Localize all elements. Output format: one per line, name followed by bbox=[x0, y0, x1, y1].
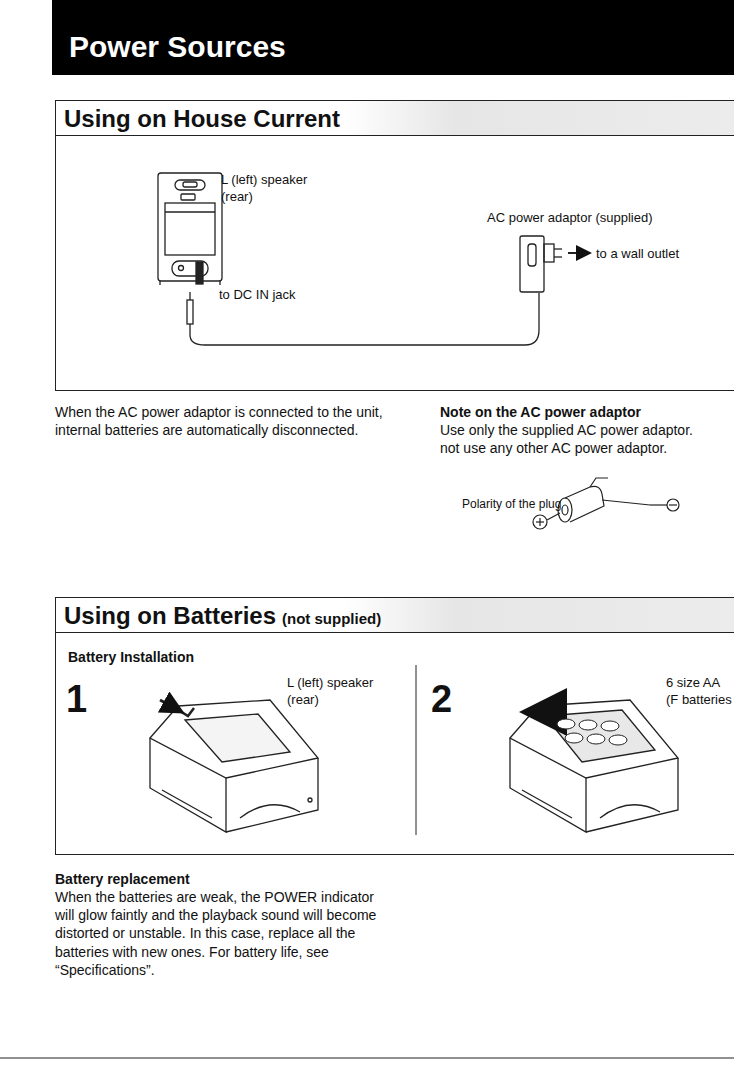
body-text: When the AC power adaptor is connected t… bbox=[55, 403, 400, 439]
part-label: L (left) speaker (rear) bbox=[287, 675, 397, 709]
part-label: to DC IN jack bbox=[219, 287, 339, 304]
battery-cells bbox=[557, 719, 627, 745]
speaker-rear-view bbox=[158, 173, 222, 285]
part-label: AC power adaptor (supplied) bbox=[487, 210, 687, 227]
subheading: Battery Installation bbox=[68, 648, 268, 666]
part-label: 6 size AA (F batteries bbox=[666, 675, 734, 709]
subheading: Battery replacement bbox=[55, 870, 395, 888]
battery-cell bbox=[579, 720, 597, 730]
title-band: Power Sources bbox=[52, 0, 734, 75]
part-label: L (left) speaker (rear) bbox=[221, 172, 331, 206]
step-divider bbox=[416, 665, 417, 835]
part-label: to a wall outlet bbox=[596, 246, 716, 263]
note-heading: Note on the AC power adaptor bbox=[440, 403, 730, 421]
body-text: When the batteries are weak, the POWER i… bbox=[55, 888, 397, 979]
step-number: 2 bbox=[431, 680, 471, 718]
section-box: Using on House Current bbox=[55, 100, 734, 391]
page-title: Power Sources bbox=[52, 0, 734, 64]
heading-note: (not supplied) bbox=[282, 610, 381, 627]
battery-cell bbox=[565, 733, 583, 743]
battery-cell bbox=[601, 721, 619, 731]
heading-band: Using on Batteries (not supplied) bbox=[56, 598, 734, 633]
page-rule bbox=[0, 1058, 734, 1059]
note-text: Use only the supplied AC power adaptor. … bbox=[440, 421, 712, 457]
step-number: 1 bbox=[66, 680, 106, 718]
ac-adaptor bbox=[520, 236, 590, 292]
section-heading: Using on House Current bbox=[64, 105, 340, 132]
battery-cell bbox=[557, 719, 575, 729]
dc-cable bbox=[187, 262, 539, 345]
battery-cell bbox=[587, 734, 605, 744]
part-label: Polarity of the plug bbox=[462, 497, 602, 513]
section-heading: Using on Batteries bbox=[64, 602, 276, 629]
heading-band: Using on House Current bbox=[56, 101, 734, 136]
battery-cell bbox=[609, 735, 627, 745]
speaker-battery-compartment bbox=[510, 700, 678, 832]
speaker-battery-cover bbox=[150, 700, 318, 832]
section-box: Using on Batteries (not supplied) bbox=[55, 597, 734, 855]
